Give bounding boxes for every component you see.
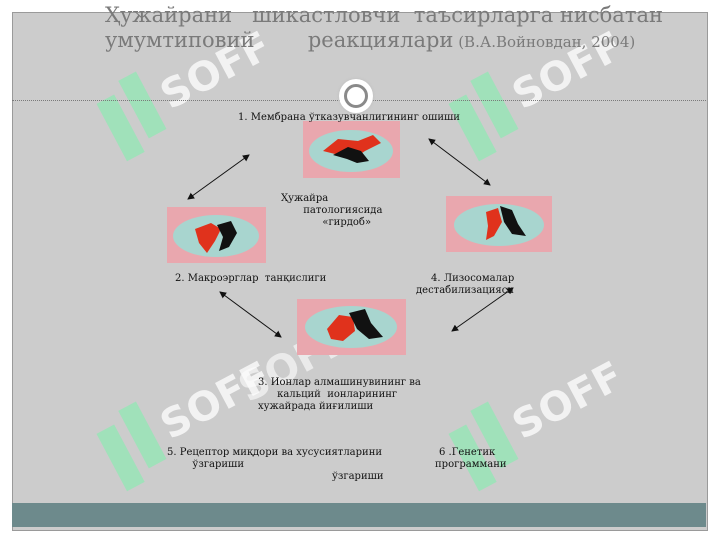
wrestlers-image-1 [303,121,400,178]
wrestlers-image-2 [167,207,266,263]
node-3-line-2: кальций ионларининг [258,389,398,400]
node-6-line-3: ўзгариши [332,471,384,482]
node-1-label: 1. Мембрана ўтказувчанлигининг ошиши [238,112,460,123]
center-label: Ҳужайра патологиясида «гирдоб» [281,193,382,229]
slide-title: Ҳужайрани шикастловчи таъсирларга нисбат… [105,3,665,55]
node-3-label: 3. Ионлар алмашинувининг ва кальций ионл… [258,377,421,401]
node-3-line-1: 3. Ионлар алмашинувининг ва [258,377,421,388]
wrestlers-image-4 [297,299,406,355]
node-6-line-1: 6 .Генетик [439,447,496,458]
arrow-4-3 [451,287,514,332]
title-line-2: умумтиповий реакциялари [105,28,454,52]
wrestlers-image-3 [446,196,552,252]
node-4-label-1: 4. Лизосомалар [431,273,515,284]
node-5-label: 5. Рецептор миқдори ва хусусиятларини ўз… [167,447,382,471]
center-label-line-2: патологиясида [281,205,383,216]
center-label-line-1: Ҳужайра [281,193,329,204]
title-line-1: Ҳужайрани шикастловчи таъсирларга нисбат… [105,3,663,27]
arrow-2-3 [219,291,282,338]
arrow-1-4 [428,138,491,186]
node-2-label: 2. Макроэрглар танқислиги [175,273,327,284]
node-5-line-2: ўзгариши [167,459,244,470]
footer-bar [12,503,706,527]
node-4-label-2: дестабилизацияси [416,285,514,296]
arrow-1-2 [187,154,250,200]
ring-ornament [339,79,373,113]
title-citation: (В.А.Войновдан, 2004) [453,33,636,51]
node-6-line-2: программани [435,459,507,470]
node-3-line-3: хужайрада йиғилиши [258,401,374,412]
node-5-line-1: 5. Рецептор миқдори ва хусусиятларини [167,447,383,458]
center-label-line-3: «гирдоб» [281,217,372,228]
